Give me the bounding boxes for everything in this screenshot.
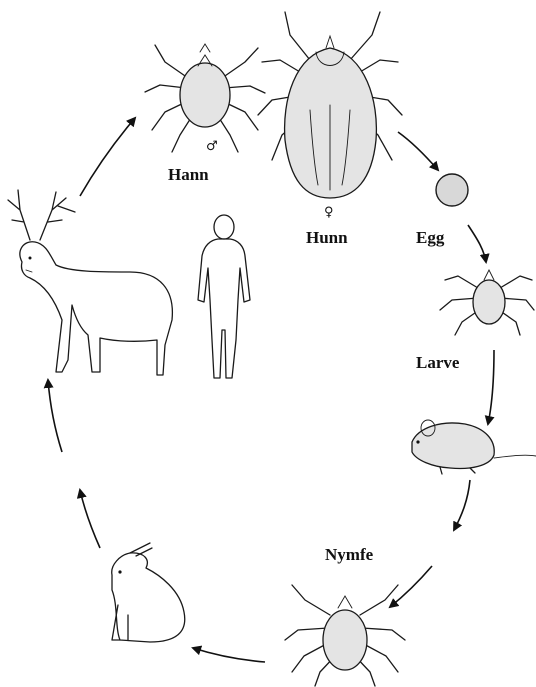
human-icon xyxy=(198,215,250,378)
arrow-nymph-to-hare xyxy=(193,648,265,662)
label-nymph: Nymfe xyxy=(325,545,374,564)
male-tick-icon: ♂ xyxy=(145,44,265,154)
arrow-hare-to-up xyxy=(80,490,100,548)
female-symbol: ♀ xyxy=(324,205,334,220)
arrow-egg-to-larva xyxy=(468,225,486,262)
label-egg: Egg xyxy=(416,228,445,247)
arrow-deer-to-male xyxy=(80,118,135,196)
hare-icon xyxy=(112,543,185,642)
egg-icon xyxy=(436,174,468,206)
deer-icon xyxy=(8,190,172,375)
arrow-female-to-egg xyxy=(398,132,438,170)
label-male: Hann xyxy=(168,165,209,184)
larva-tick-icon xyxy=(440,270,534,335)
arrow-mouse-to-nymph-stage xyxy=(454,480,470,530)
label-larva: Larve xyxy=(416,353,460,372)
label-female: Hunn xyxy=(306,228,348,247)
male-symbol: ♂ xyxy=(206,139,218,154)
arrow-to-deer xyxy=(48,380,62,452)
mouse-icon xyxy=(412,420,536,474)
nymph-tick-icon xyxy=(285,585,405,686)
arrow-larva-to-mouse xyxy=(488,350,494,424)
female-tick-icon: ♀ xyxy=(258,12,402,220)
